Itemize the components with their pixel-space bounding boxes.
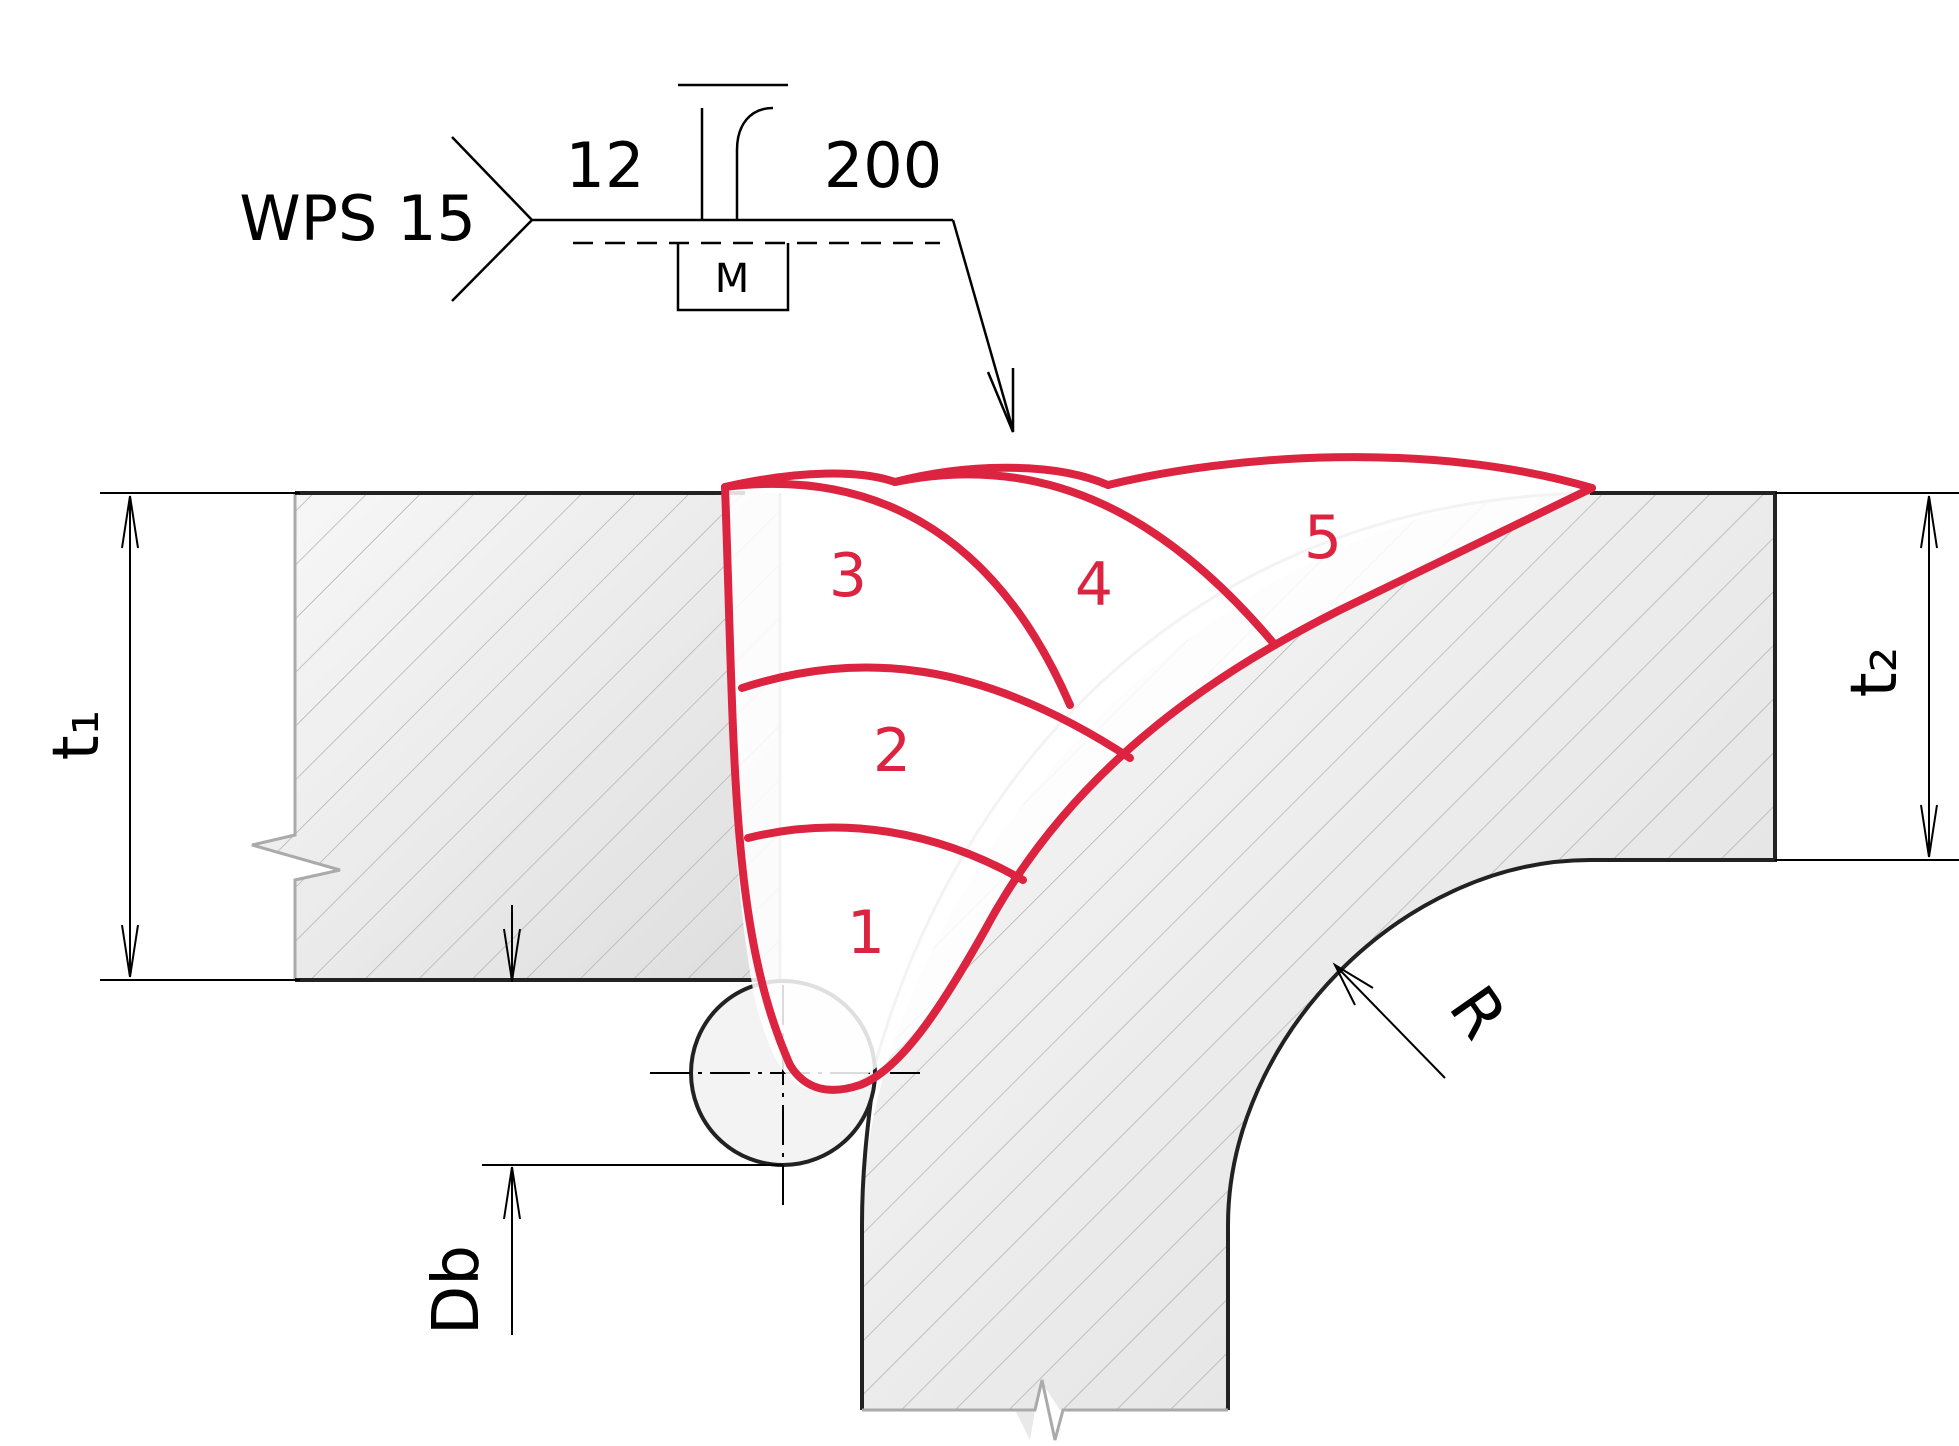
welding-symbol: M WPS 15 12 200 (239, 83, 1015, 433)
radius-label: R (1434, 974, 1520, 1053)
dimension-t1: t₁ (40, 492, 300, 981)
backing-symbol-text: M (715, 256, 750, 302)
left-plate (251, 491, 782, 982)
dimension-t2: t₂ (1775, 492, 1959, 861)
pass-label-5: 5 (1304, 503, 1342, 573)
pass-label-2: 2 (873, 716, 911, 786)
weld-pass-labels: 1 2 3 4 5 (829, 503, 1342, 968)
pass-label-3: 3 (829, 541, 867, 611)
t2-label: t₂ (1838, 647, 1912, 698)
t1-label: t₁ (40, 710, 114, 761)
weld-size-value: 12 (566, 129, 645, 202)
db-label: Db (420, 1245, 494, 1335)
pass-label-1: 1 (847, 898, 885, 968)
wps-reference: WPS 15 (239, 182, 476, 255)
dimension-db: Db (420, 905, 783, 1335)
pass-label-4: 4 (1075, 550, 1113, 620)
weld-bead (721, 453, 1596, 1094)
dimension-radius: R (1332, 962, 1520, 1079)
weld-length-value: 200 (824, 129, 942, 202)
